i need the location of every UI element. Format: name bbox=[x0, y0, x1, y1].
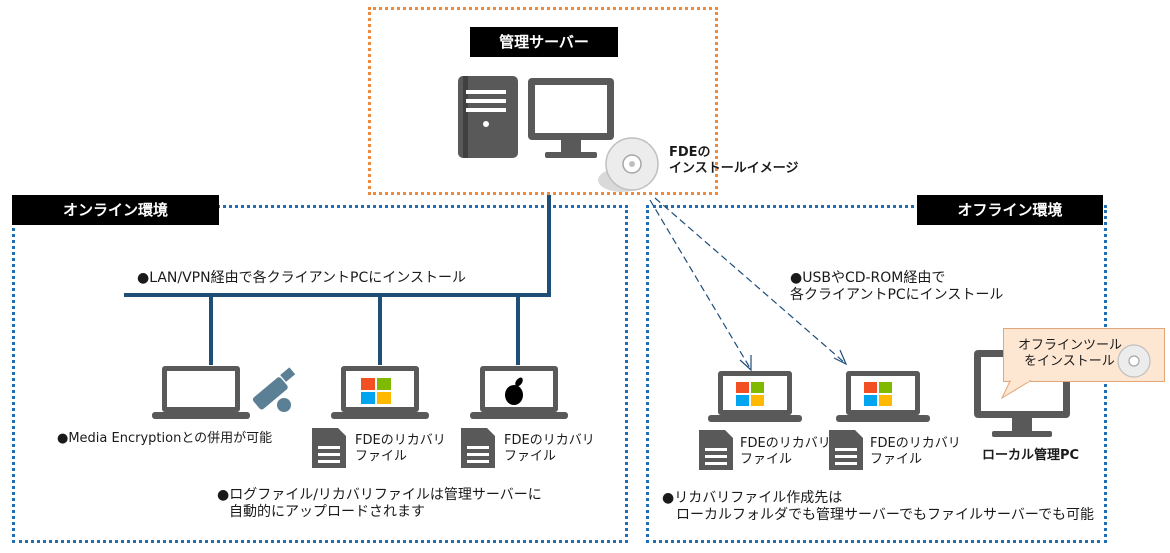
windows-logo-icon-3 bbox=[864, 382, 892, 406]
server-label: 管理サーバー bbox=[470, 27, 618, 57]
callout-text-1: オフラインツール bbox=[1018, 338, 1123, 353]
online-label: オンライン環境 bbox=[12, 195, 219, 225]
online-bus-note: ●LAN/VPN経由で各クライアントPCにインストール bbox=[137, 270, 466, 286]
document-icon-3 bbox=[699, 430, 733, 470]
tower-server-icon bbox=[458, 76, 518, 158]
network-lines bbox=[124, 195, 551, 365]
recovery-file-label-3a: FDEのリカバリ bbox=[740, 436, 831, 451]
install-image-caption-1: FDEの bbox=[669, 145, 711, 160]
install-image-caption-2: インストールイメージ bbox=[669, 161, 799, 176]
recovery-file-label-2b: ファイル bbox=[504, 449, 557, 464]
usb-install-note-2: 各クライアントPCにインストール bbox=[790, 287, 1004, 303]
log-upload-note-1: ●ログファイル/リカバリファイルは管理サーバーに bbox=[217, 487, 542, 503]
arrow-to-laptop-5 bbox=[654, 197, 846, 364]
recovery-destination-note-1: ●リカバリファイル作成先は bbox=[662, 490, 843, 506]
recovery-file-label-4b: ファイル bbox=[870, 452, 923, 467]
media-encryption-note: ●Media Encryptionとの併用が可能 bbox=[57, 431, 273, 446]
callout-text-2: をインストール bbox=[1024, 354, 1115, 369]
document-icon-2 bbox=[461, 428, 495, 468]
callout-cd-icon bbox=[1117, 344, 1151, 378]
laptop-icon-1 bbox=[152, 366, 250, 419]
recovery-file-label-4a: FDEのリカバリ bbox=[870, 436, 961, 451]
apple-logo-icon bbox=[505, 377, 523, 405]
install-arrows bbox=[649, 197, 846, 369]
windows-logo-icon-1 bbox=[361, 378, 391, 404]
online-zone bbox=[12, 205, 628, 543]
windows-logo-icon-2 bbox=[736, 382, 764, 406]
recovery-file-label-1a: FDEのリカバリ bbox=[355, 433, 446, 448]
server-zone bbox=[368, 7, 718, 195]
local-admin-pc-label: ローカル管理PC bbox=[982, 448, 1080, 463]
document-icon-1 bbox=[312, 428, 346, 468]
recovery-file-label-3b: ファイル bbox=[740, 452, 793, 467]
recovery-destination-note-2: ローカルフォルダでも管理サーバーでもファイルサーバーでも可能 bbox=[676, 507, 1095, 523]
recovery-file-label-1b: ファイル bbox=[355, 449, 408, 464]
log-upload-note-2: 自動的にアップロードされます bbox=[229, 504, 425, 520]
recovery-file-label-2a: FDEのリカバリ bbox=[504, 433, 595, 448]
usb-install-note-1: ●USBやCD-ROM経由で bbox=[790, 270, 946, 286]
server-monitor-icon bbox=[528, 78, 614, 158]
offline-label: オフライン環境 bbox=[917, 195, 1103, 225]
cd-disc-icon bbox=[598, 137, 659, 192]
document-icon-4 bbox=[829, 430, 863, 470]
usb-drive-icon bbox=[252, 367, 296, 412]
